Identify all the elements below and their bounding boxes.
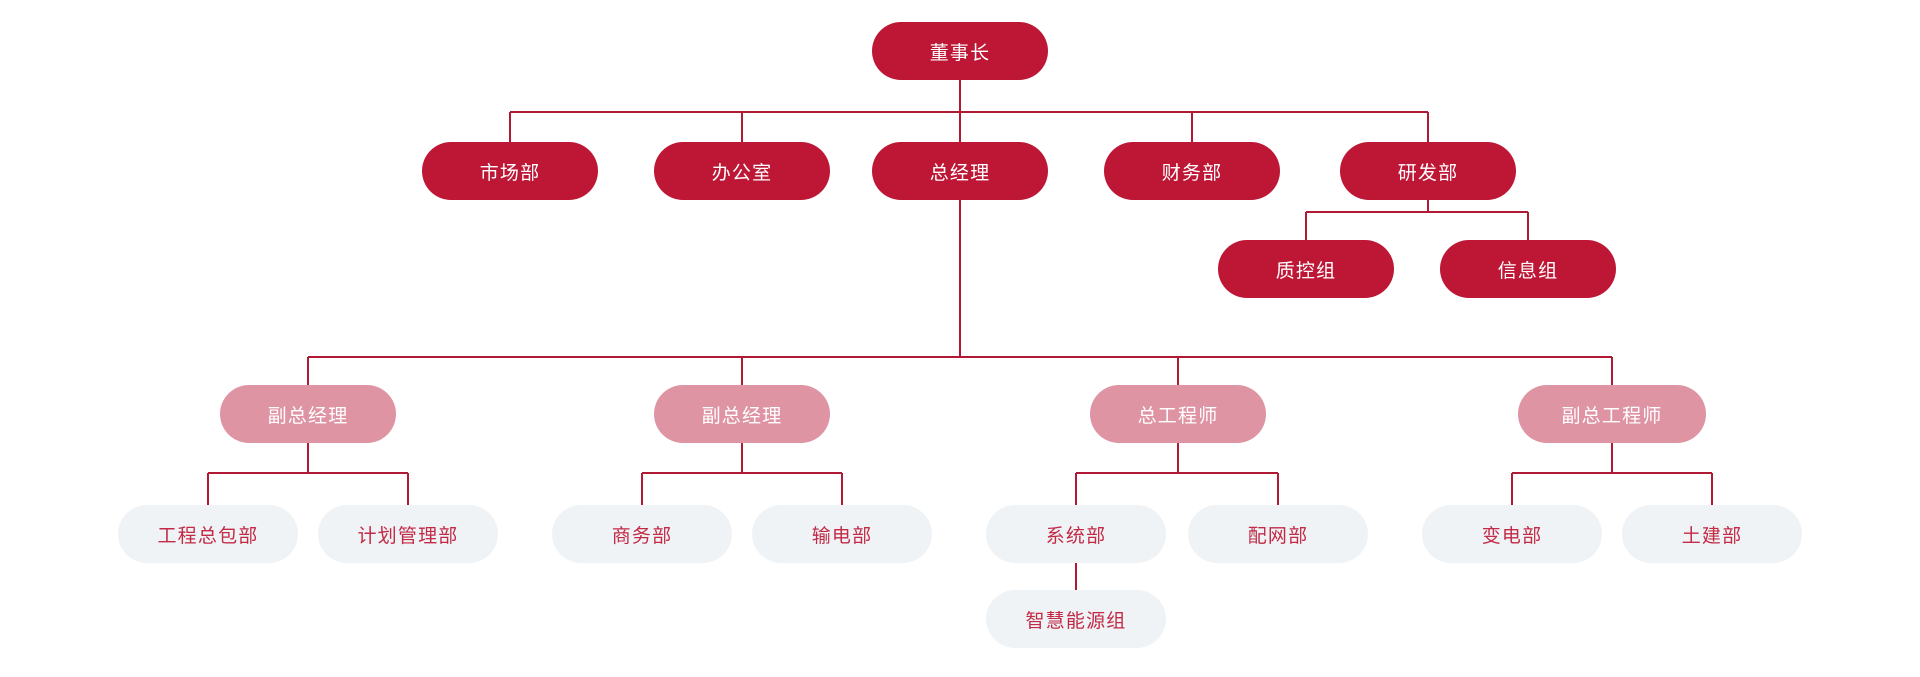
node-rnd[interactable]: 研发部 bbox=[1340, 142, 1516, 200]
node-finance[interactable]: 财务部 bbox=[1104, 142, 1280, 200]
node-label: 市场部 bbox=[479, 162, 541, 184]
node-label: 工程总包部 bbox=[157, 525, 259, 547]
node-label: 系统部 bbox=[1045, 525, 1107, 547]
node-label: 总经理 bbox=[929, 162, 991, 184]
node-label: 土建部 bbox=[1681, 525, 1743, 547]
node-planning[interactable]: 计划管理部 bbox=[318, 505, 498, 563]
node-office[interactable]: 办公室 bbox=[654, 142, 830, 200]
node-label: 副总经理 bbox=[267, 405, 349, 427]
node-label: 商务部 bbox=[611, 525, 673, 547]
node-label: 副总工程师 bbox=[1561, 405, 1663, 427]
node-chief-engineer[interactable]: 总工程师 bbox=[1090, 385, 1266, 443]
node-label: 智慧能源组 bbox=[1025, 610, 1127, 632]
node-deputy-gm-1[interactable]: 副总经理 bbox=[220, 385, 396, 443]
node-epc[interactable]: 工程总包部 bbox=[118, 505, 298, 563]
node-chairman[interactable]: 董事长 bbox=[872, 22, 1048, 80]
node-label: 总工程师 bbox=[1137, 405, 1219, 427]
node-information[interactable]: 信息组 bbox=[1440, 240, 1616, 298]
node-deputy-chief-engineer[interactable]: 副总工程师 bbox=[1518, 385, 1706, 443]
node-smart-energy[interactable]: 智慧能源组 bbox=[986, 590, 1166, 648]
node-label: 副总经理 bbox=[701, 405, 783, 427]
node-label: 计划管理部 bbox=[357, 525, 459, 547]
node-commerce[interactable]: 商务部 bbox=[552, 505, 732, 563]
node-label: 配网部 bbox=[1247, 525, 1309, 547]
node-system[interactable]: 系统部 bbox=[986, 505, 1166, 563]
node-civil[interactable]: 土建部 bbox=[1622, 505, 1802, 563]
node-marketing[interactable]: 市场部 bbox=[422, 142, 598, 200]
node-label: 财务部 bbox=[1161, 162, 1223, 184]
node-distribution[interactable]: 配网部 bbox=[1188, 505, 1368, 563]
node-general-manager[interactable]: 总经理 bbox=[872, 142, 1048, 200]
node-label: 信息组 bbox=[1497, 260, 1559, 282]
node-label: 变电部 bbox=[1481, 525, 1543, 547]
node-quality-control[interactable]: 质控组 bbox=[1218, 240, 1394, 298]
node-label: 研发部 bbox=[1397, 162, 1459, 184]
node-label: 质控组 bbox=[1275, 260, 1337, 282]
node-transmission[interactable]: 输电部 bbox=[752, 505, 932, 563]
node-substation[interactable]: 变电部 bbox=[1422, 505, 1602, 563]
node-label: 董事长 bbox=[929, 42, 991, 64]
node-deputy-gm-2[interactable]: 副总经理 bbox=[654, 385, 830, 443]
node-label: 输电部 bbox=[811, 525, 873, 547]
node-label: 办公室 bbox=[711, 162, 773, 184]
